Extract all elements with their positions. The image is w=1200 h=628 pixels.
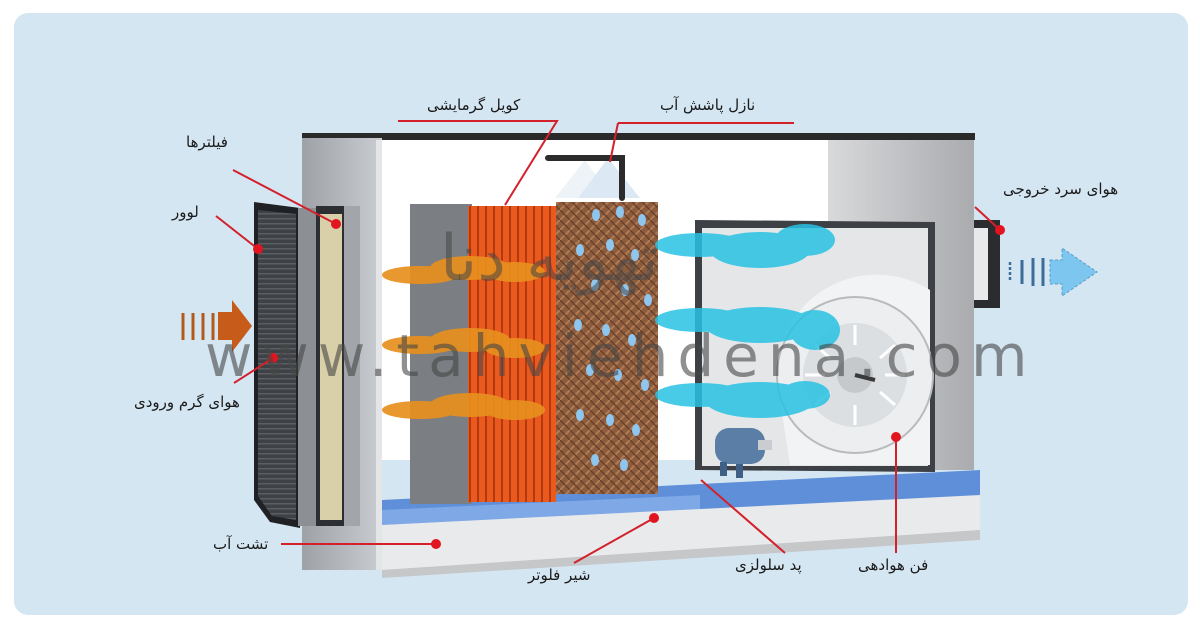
water-spray-nozzle bbox=[545, 155, 640, 201]
water-tray bbox=[382, 470, 980, 578]
heating-coil bbox=[410, 204, 556, 504]
cellulose-pad bbox=[556, 202, 658, 494]
outlet-duct bbox=[974, 220, 1000, 308]
label-blower-fan: فن هوادهی bbox=[858, 556, 929, 574]
label-cool-air-outlet: هوای سرد خروجی bbox=[1003, 180, 1119, 198]
label-louver: لوور bbox=[172, 203, 199, 221]
filters bbox=[298, 206, 360, 526]
label-filters: فیلترها bbox=[186, 133, 228, 151]
cool-air-outlet-arrow bbox=[1008, 247, 1098, 297]
fan-motor bbox=[715, 428, 772, 478]
label-water-spray-nozzle: نازل پاشش آب bbox=[660, 96, 756, 114]
label-water-tray: تشت آب bbox=[213, 535, 269, 553]
leader-lines bbox=[215, 120, 1001, 564]
leader-dots bbox=[253, 219, 1005, 549]
warm-air-inlet-arrow bbox=[181, 300, 252, 352]
watermark-brand: تهویه دنا bbox=[440, 222, 659, 296]
hot-air-stream bbox=[382, 256, 545, 420]
watermark-url: www.tahviehdena.com bbox=[205, 322, 1037, 390]
louver bbox=[254, 202, 300, 528]
label-heating-coil: کویل گرمایشی bbox=[427, 96, 521, 114]
label-cellulose-pad: پد سلولزی bbox=[735, 556, 802, 574]
cool-air-stream bbox=[655, 224, 840, 418]
label-warm-air-inlet: هوای گرم ورودی bbox=[134, 393, 240, 411]
label-float-valve: شیر فلوتر bbox=[528, 566, 591, 584]
